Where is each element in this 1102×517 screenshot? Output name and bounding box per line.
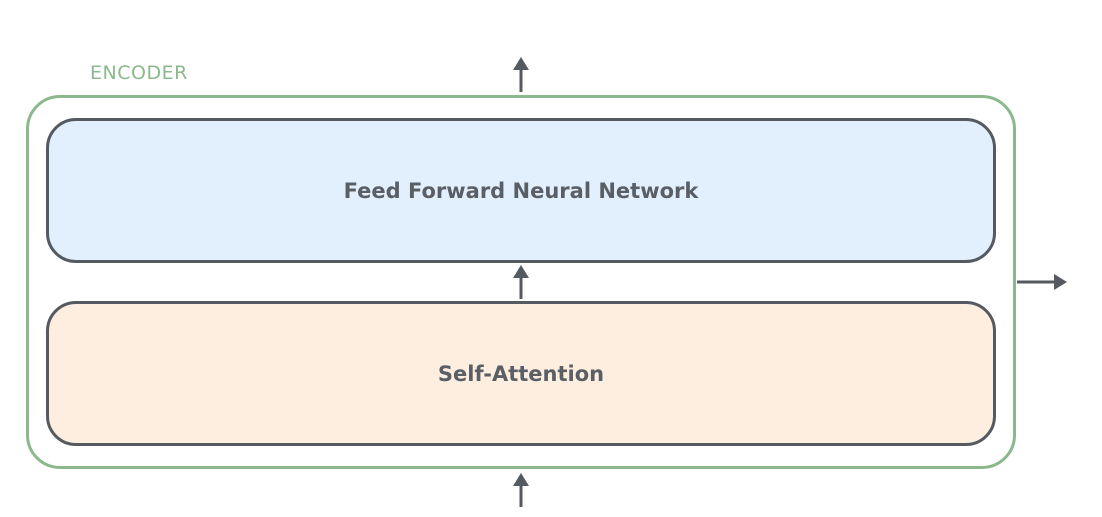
feed-forward-layer: Feed Forward Neural Network bbox=[46, 118, 996, 263]
self-attention-layer: Self-Attention bbox=[46, 301, 996, 446]
self-attention-label: Self-Attention bbox=[437, 361, 605, 386]
input-arrow bbox=[513, 473, 529, 507]
output-arrow-right bbox=[1017, 274, 1067, 290]
feed-forward-label: Feed Forward Neural Network bbox=[343, 178, 699, 203]
encoder-label: ENCODER bbox=[90, 62, 188, 84]
output-arrow-top bbox=[513, 57, 529, 92]
encoder-container bbox=[26, 95, 1016, 469]
